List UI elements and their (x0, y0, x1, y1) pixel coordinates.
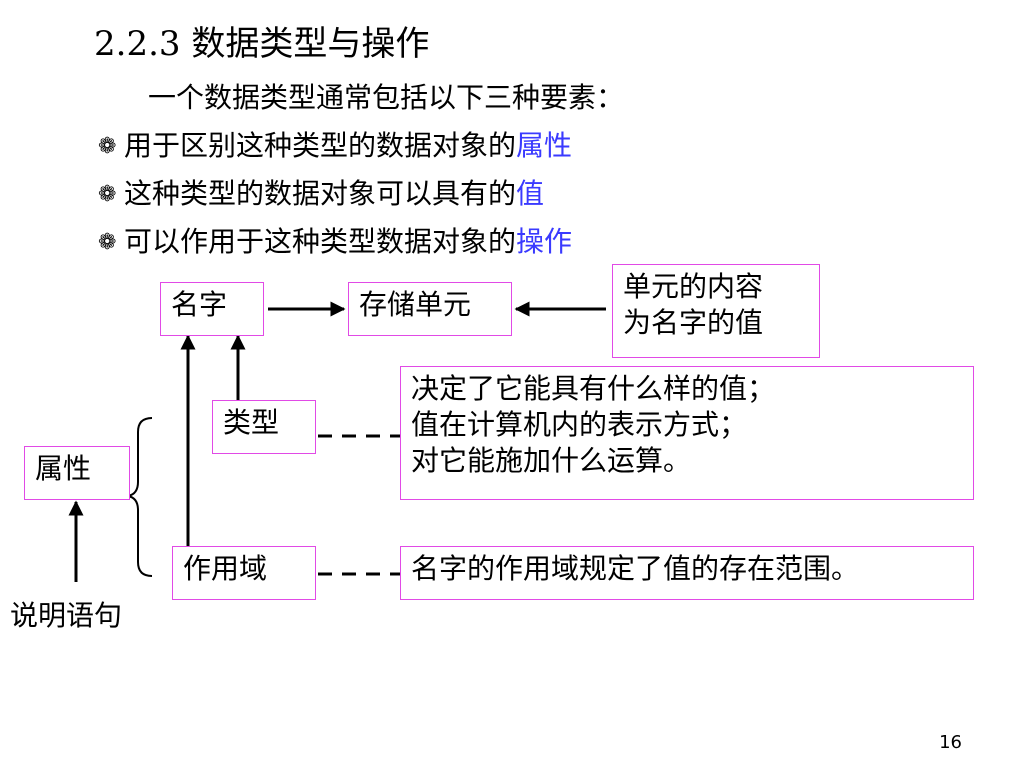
snowflake-bullet-icon: ❁ (98, 182, 117, 207)
bullet-text: 这种类型的数据对象可以具有的 (124, 177, 517, 210)
storage-box: 存储单元 (348, 282, 512, 336)
type-note-line-2: 值在计算机内的表示方式； (411, 408, 748, 441)
content-note-line-2: 为名字的值 (623, 306, 764, 339)
slide-title: 2.2.3 数据类型与操作 (94, 24, 430, 64)
bullet-item-operation: ❁ 可以作用于这种类型数据对象的操作 (98, 224, 572, 261)
type-note-line-1: 决定了它能具有什么样的值； (411, 372, 776, 405)
scope-box: 作用域 (172, 546, 316, 600)
attribute-label: 属性 (35, 452, 92, 485)
bullet-highlight: 操作 (516, 225, 573, 258)
storage-label: 存储单元 (359, 288, 472, 321)
brace-bracket (127, 417, 153, 577)
bullet-highlight: 属性 (516, 129, 573, 162)
bullet-item-value: ❁ 这种类型的数据对象可以具有的值 (98, 176, 544, 213)
declaration-label: 说明语句 (10, 599, 123, 632)
type-note-box: 决定了它能具有什么样的值； 值在计算机内的表示方式； 对它能施加什么运算。 (400, 366, 974, 500)
snowflake-bullet-icon: ❁ (98, 134, 117, 159)
bullet-text: 可以作用于这种类型数据对象的 (124, 225, 517, 258)
name-label: 名字 (171, 288, 228, 321)
attribute-box: 属性 (24, 446, 130, 500)
type-label: 类型 (223, 406, 280, 439)
content-note-line-1: 单元的内容 (623, 270, 764, 303)
type-note-line-3: 对它能施加什么运算。 (411, 444, 692, 477)
name-box: 名字 (160, 282, 264, 336)
bullet-highlight: 值 (516, 177, 545, 210)
snowflake-bullet-icon: ❁ (98, 230, 117, 255)
scope-label: 作用域 (183, 552, 268, 585)
type-box: 类型 (212, 400, 316, 454)
scope-note-label: 名字的作用域规定了值的存在范围。 (411, 552, 860, 585)
page-number: 16 (939, 732, 962, 753)
bullet-item-attribute: ❁ 用于区别这种类型的数据对象的属性 (98, 128, 572, 165)
scope-note-box: 名字的作用域规定了值的存在范围。 (400, 546, 974, 600)
content-note-box: 单元的内容 为名字的值 (612, 264, 820, 358)
intro-text: 一个数据类型通常包括以下三种要素： (148, 81, 625, 114)
bullet-text: 用于区别这种类型的数据对象的 (124, 129, 517, 162)
